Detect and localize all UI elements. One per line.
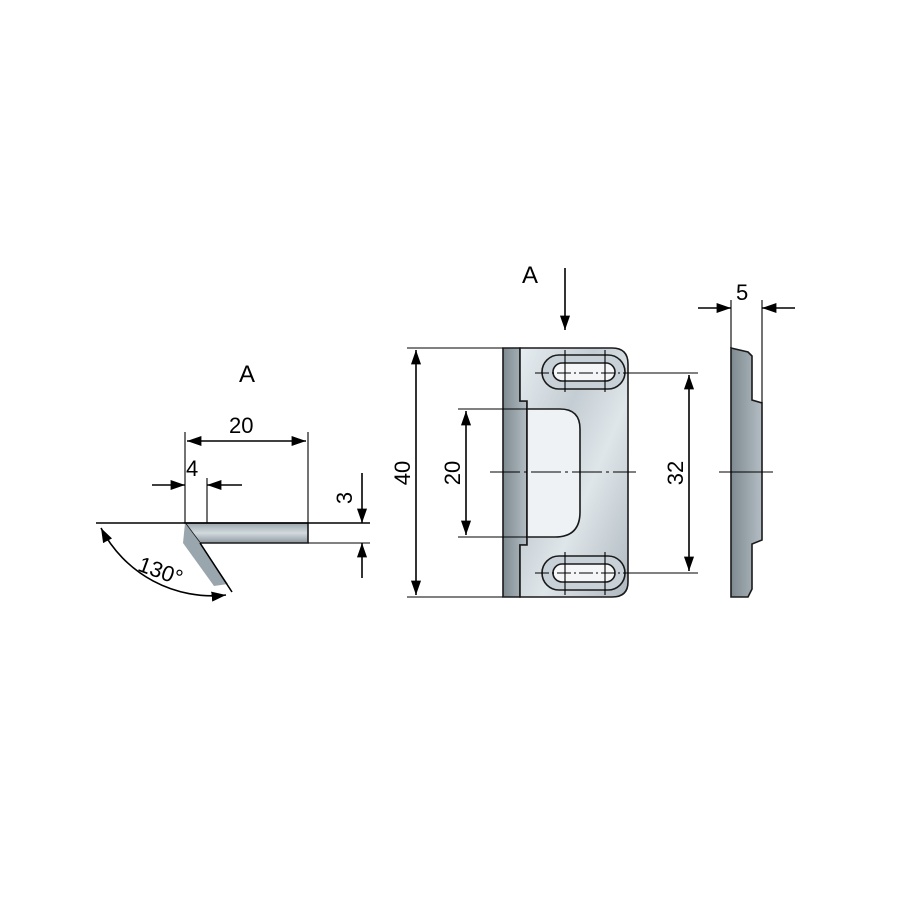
thickness-dim-text: 3 (332, 492, 357, 504)
top-mounting-slot (535, 350, 628, 392)
side-part-body (183, 522, 309, 544)
angle-arc (100, 527, 227, 602)
opening-dim-text: 20 (440, 461, 465, 485)
width-dim-text: 20 (229, 413, 253, 438)
depth-dim-text: 5 (736, 280, 748, 305)
height-dim-text: 40 (390, 461, 415, 485)
spacing-dim-text: 32 (663, 461, 688, 485)
view-a-side: A 20 4 3 130° (96, 361, 370, 602)
view-a-label: A (239, 361, 255, 388)
latch-opening (526, 408, 581, 538)
direction-label: A (522, 262, 538, 289)
front-view: A 40 (390, 262, 698, 598)
bottom-mounting-slot (535, 552, 628, 595)
edge-view: 5 (698, 280, 795, 598)
lip-dim-text: 4 (186, 456, 198, 481)
